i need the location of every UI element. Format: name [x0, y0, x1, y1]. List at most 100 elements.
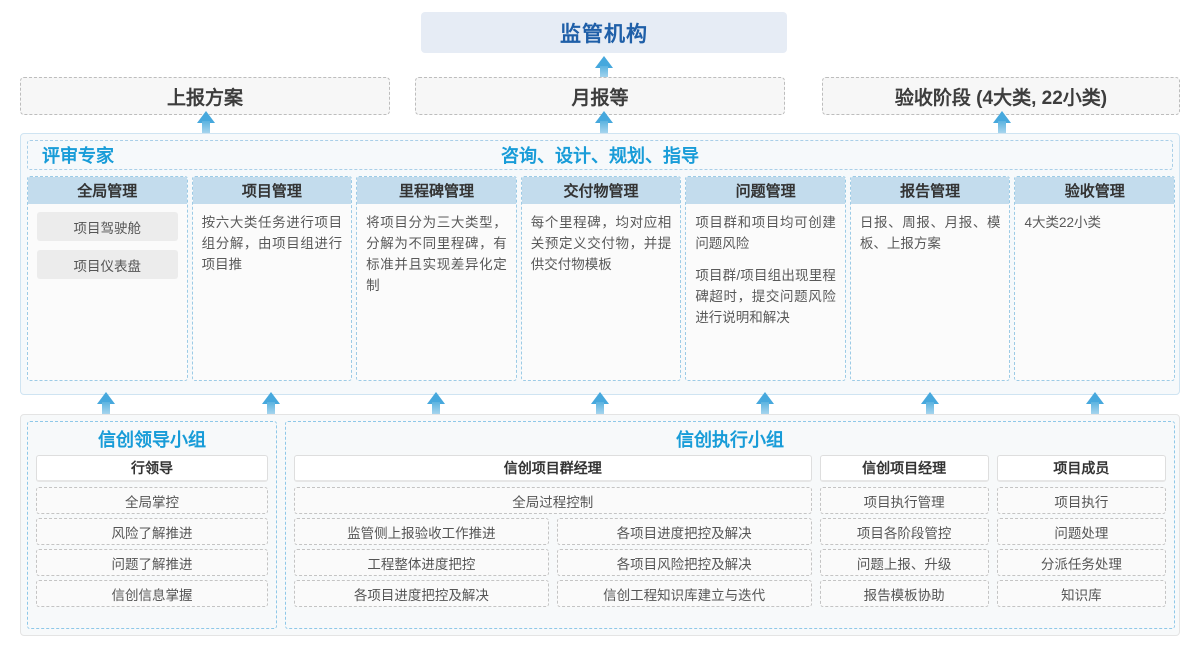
arrow-shaft [998, 121, 1006, 137]
task-item[interactable]: 风险了解推进 [36, 518, 268, 545]
report-box-monthly-report[interactable]: 月报等 [415, 77, 785, 115]
arrow-shaft [596, 402, 604, 418]
review-expert-label: 评审专家 [42, 146, 114, 166]
capability-column-milestone-management[interactable]: 里程碑管理 将项目分为三大类型，分解为不同里程碑，有标准并且实现差异化定制 [356, 176, 517, 381]
task-item[interactable]: 知识库 [996, 580, 1166, 607]
task-item[interactable]: 各项目进度把控及解决 [294, 580, 549, 607]
arrow-head-icon [595, 111, 613, 123]
arrow-shaft [926, 402, 934, 418]
arrow-shaft [267, 402, 275, 418]
column-header: 项目管理 [192, 177, 352, 204]
column-paragraph: 按六大类任务进行项目组分解，由项目组进行项目推 [201, 215, 343, 272]
capability-column-global-management[interactable]: 全局管理 项目驾驶舱 项目仪表盘 [27, 176, 188, 381]
task-item[interactable]: 问题处理 [996, 518, 1166, 545]
task-item[interactable]: 工程整体进度把控 [294, 549, 549, 576]
exec-column-project-member: 项目成员 项目执行 问题处理 分派任务处理 知识库 [996, 455, 1166, 607]
task-item[interactable]: 各项目风险把控及解决 [556, 549, 812, 576]
column-header: 里程碑管理 [357, 177, 516, 204]
column-body: 每个里程碑，均对应相关预定义交付物，并提供交付物模板 [522, 204, 681, 380]
program-manager-tasks-right: 各项目进度把控及解决 各项目风险把控及解决 信创工程知识库建立与迭代 [556, 518, 812, 607]
arrow-shaft [600, 66, 608, 82]
arrow-shaft [202, 121, 210, 137]
program-manager-task-split: 监管侧上报验收工作推进 工程整体进度把控 各项目进度把控及解决 各项目进度把控及… [294, 518, 812, 607]
task-item[interactable]: 问题上报、升级 [819, 549, 989, 576]
exec-group-box: 信创执行小组 信创项目群经理 全局过程控制 监管侧上报验收工作推进 工程整体进度… [285, 421, 1175, 629]
arrow-shaft [102, 402, 110, 418]
capability-column-report-management[interactable]: 报告管理 日报、周报、月报、模板、上报方案 [849, 176, 1011, 381]
column-paragraph: 日报、周报、月报、模板、上报方案 [859, 215, 1001, 251]
leader-group-box: 信创领导小组 行领导 全局掌控 风险了解推进 问题了解推进 信创信息掌握 [27, 421, 277, 629]
column-body: 将项目分为三大类型，分解为不同里程碑，有标准并且实现差异化定制 [357, 204, 516, 380]
column-body: 项目驾驶舱 项目仪表盘 [28, 204, 187, 380]
task-item[interactable]: 分派任务处理 [996, 549, 1166, 576]
capability-column-project-management[interactable]: 项目管理 按六大类任务进行项目组分解，由项目组进行项目推 [191, 176, 353, 381]
arrow-shaft [761, 402, 769, 418]
arrow-head-icon [1086, 392, 1104, 404]
task-item[interactable]: 信创工程知识库建立与迭代 [556, 580, 812, 607]
arrow-head-icon [591, 392, 609, 404]
arrow-bottom-to-column-6 [921, 392, 939, 418]
column-body: 项目群和项目均可创建问题风险 项目群/项目组出现里程碑超时，提交问题风险进行说明… [686, 204, 845, 380]
column-paragraph: 每个里程碑，均对应相关预定义交付物，并提供交付物模板 [530, 215, 672, 272]
arrow-middle-to-submission-plan [197, 111, 215, 137]
task-item[interactable]: 信创信息掌握 [36, 580, 268, 607]
column-paragraph: 4大类22小类 [1024, 215, 1101, 230]
column-body: 按六大类任务进行项目组分解，由项目组进行项目推 [193, 204, 352, 380]
task-item[interactable]: 项目执行 [996, 487, 1166, 514]
arrow-middle-to-acceptance-stage [993, 111, 1011, 137]
regulatory-agency-title: 监管机构 [560, 22, 648, 46]
task-item[interactable]: 监管侧上报验收工作推进 [294, 518, 549, 545]
column-body: 日报、周报、月报、模板、上报方案 [851, 204, 1010, 380]
capability-columns: 全局管理 项目驾驶舱 项目仪表盘 项目管理 按六大类任务进行项目组分解，由项目组… [27, 176, 1176, 381]
leader-group-title: 信创领导小组 [98, 430, 206, 450]
task-item[interactable]: 问题了解推进 [36, 549, 268, 576]
column-body: 4大类22小类 [1015, 204, 1174, 380]
column-header: 问题管理 [686, 177, 845, 204]
platform-capability-panel: 评审专家 咨询、设计、规划、指导 全局管理 项目驾驶舱 项目仪表盘 项目管理 按… [20, 133, 1180, 395]
arrow-head-icon [427, 392, 445, 404]
arrow-bottom-to-column-5 [756, 392, 774, 418]
role-program-manager[interactable]: 信创项目群经理 [294, 455, 812, 482]
role-bank-leader[interactable]: 行领导 [36, 455, 268, 482]
arrow-bottom-to-column-7 [1086, 392, 1104, 418]
exec-role-columns: 信创项目群经理 全局过程控制 监管侧上报验收工作推进 工程整体进度把控 各项目进… [294, 455, 1166, 607]
task-item[interactable]: 各项目进度把控及解决 [556, 518, 812, 545]
arrow-head-icon [595, 56, 613, 68]
column-header: 全局管理 [28, 177, 187, 204]
report-box-label: 验收阶段 (4大类, 22小类) [894, 87, 1108, 109]
consulting-design-planning-guidance-label: 咨询、设计、规划、指导 [501, 146, 699, 166]
report-box-acceptance-stage[interactable]: 验收阶段 (4大类, 22小类) [822, 77, 1180, 115]
program-manager-tasks-left: 监管侧上报验收工作推进 工程整体进度把控 各项目进度把控及解决 [294, 518, 549, 607]
arrow-shaft [1091, 402, 1099, 418]
capability-column-acceptance-management[interactable]: 验收管理 4大类22小类 [1014, 176, 1176, 381]
arrow-bottom-to-column-3 [427, 392, 445, 418]
report-box-submission-plan[interactable]: 上报方案 [20, 77, 390, 115]
role-project-member[interactable]: 项目成员 [996, 455, 1166, 482]
arrow-middle-to-monthly-report [595, 111, 613, 137]
task-item[interactable]: 全局掌控 [36, 487, 268, 514]
arrow-head-icon [262, 392, 280, 404]
arrow-bottom-to-column-2 [262, 392, 280, 418]
task-item-full-width[interactable]: 全局过程控制 [294, 487, 812, 514]
pill-item[interactable]: 项目驾驶舱 [37, 212, 178, 241]
column-header: 验收管理 [1015, 177, 1175, 204]
capability-column-issue-management[interactable]: 问题管理 项目群和项目均可创建问题风险 项目群/项目组出现里程碑超时，提交问题风… [685, 176, 846, 381]
report-box-label: 月报等 [571, 87, 629, 109]
task-item[interactable]: 项目执行管理 [819, 487, 989, 514]
arrow-shaft [600, 121, 608, 137]
column-paragraph: 将项目分为三大类型，分解为不同里程碑，有标准并且实现差异化定制 [366, 215, 507, 293]
arrow-head-icon [993, 111, 1011, 123]
arrow-head-icon [97, 392, 115, 404]
exec-column-project-manager: 信创项目经理 项目执行管理 项目各阶段管控 问题上报、升级 报告模板协助 [819, 455, 989, 607]
arrow-head-icon [921, 392, 939, 404]
task-item[interactable]: 报告模板协助 [819, 580, 989, 607]
platform-header-band: 评审专家 咨询、设计、规划、指导 [27, 140, 1173, 170]
role-project-manager[interactable]: 信创项目经理 [819, 455, 989, 482]
arrow-shaft [432, 402, 440, 418]
task-item[interactable]: 项目各阶段管控 [819, 518, 989, 545]
arrow-bottom-to-column-1 [97, 392, 115, 418]
arrow-monthly-report-to-agency [595, 56, 613, 82]
capability-column-deliverable-management[interactable]: 交付物管理 每个里程碑，均对应相关预定义交付物，并提供交付物模板 [520, 176, 682, 381]
organization-panel: 信创领导小组 行领导 全局掌控 风险了解推进 问题了解推进 信创信息掌握 信创执… [20, 414, 1180, 636]
pill-item[interactable]: 项目仪表盘 [37, 250, 178, 279]
